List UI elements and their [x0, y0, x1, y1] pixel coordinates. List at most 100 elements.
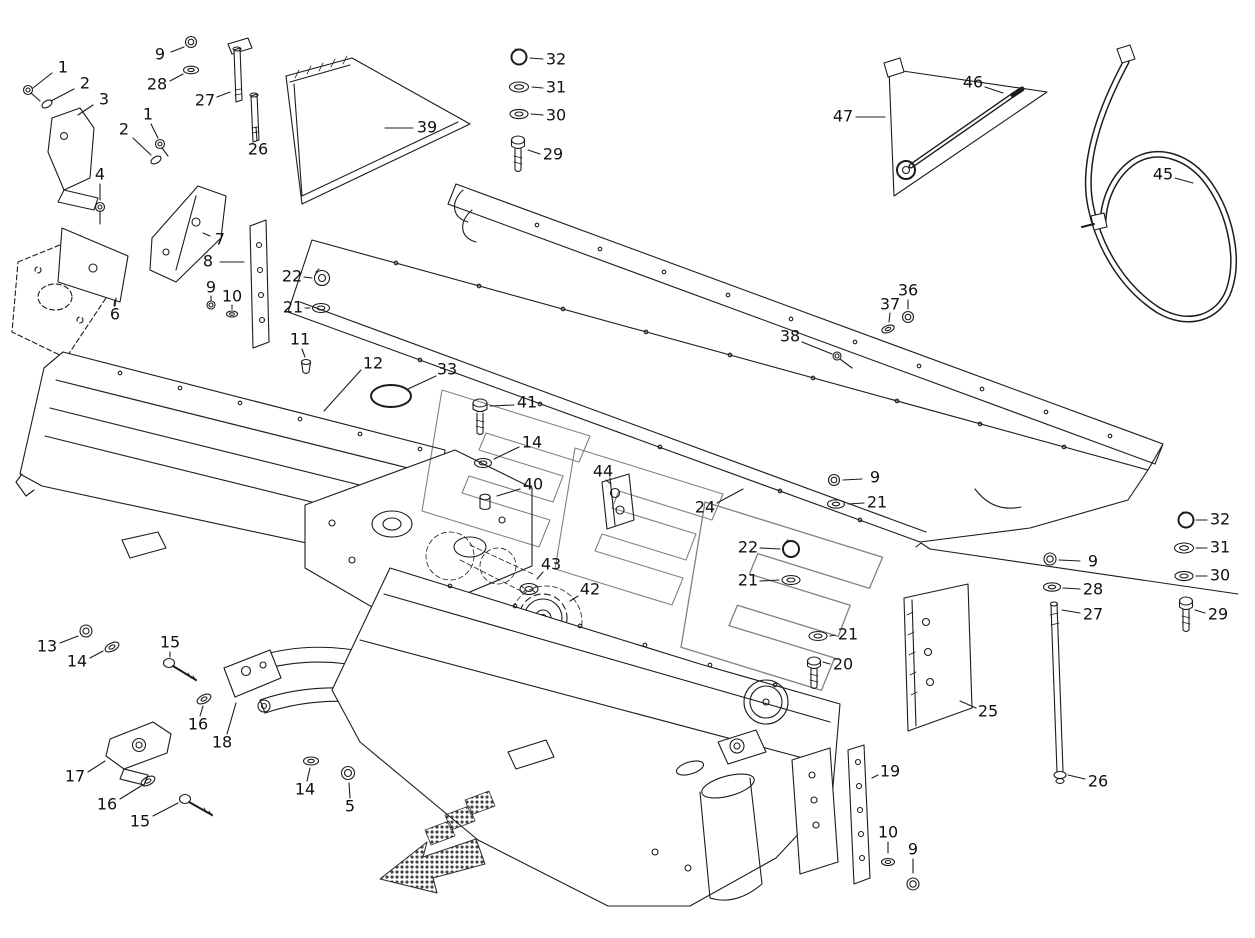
callout-leader-15 [152, 802, 179, 817]
callout-label-2: 2 [119, 120, 129, 139]
callout-label-10: 10 [222, 287, 242, 306]
plate-8 [249, 219, 270, 349]
callout-leader-25 [959, 700, 977, 709]
ghost-mounting-plate [11, 227, 129, 359]
bracket-17 [105, 721, 172, 786]
callout-leader-22 [759, 547, 781, 550]
callout-leader-9 [842, 478, 863, 481]
callout-leader-14 [493, 446, 520, 460]
callout-leader-22 [303, 276, 313, 279]
callout-label-28: 28 [147, 75, 167, 94]
lower-housing [331, 567, 841, 907]
callout-label-14: 14 [295, 780, 315, 799]
callout-label-29: 29 [1208, 605, 1228, 624]
callout-label-9: 9 [870, 468, 880, 487]
callout-leader-27 [1061, 609, 1081, 614]
callout-leader-16 [199, 705, 204, 717]
callout-label-44: 44 [593, 462, 613, 481]
callout-label-5: 5 [345, 797, 355, 816]
callout-leader-3 [77, 104, 94, 116]
callout-label-45: 45 [1153, 165, 1173, 184]
callout-label-14: 14 [522, 433, 542, 452]
callout-label-16: 16 [188, 715, 208, 734]
callout-label-12: 12 [363, 354, 383, 373]
callout-leader-9 [1058, 559, 1081, 562]
callout-label-36: 36 [898, 281, 918, 300]
callout-label-14: 14 [67, 652, 87, 671]
callout-label-39: 39 [417, 118, 437, 137]
washer-stack-right [1173, 511, 1195, 633]
callout-label-8: 8 [203, 252, 213, 271]
callout-label-6: 6 [110, 305, 120, 324]
callout-leader-21 [759, 579, 780, 582]
callout-label-28: 28 [1083, 580, 1103, 599]
callout-label-37: 37 [880, 295, 900, 314]
callout-leader-12 [323, 369, 362, 412]
callout-leader-1 [32, 72, 53, 89]
callout-label-26: 26 [1088, 772, 1108, 791]
callout-label-3: 3 [99, 90, 109, 109]
support-rod [915, 542, 1239, 595]
side-strip-19 [847, 744, 920, 891]
callout-label-27: 27 [1083, 605, 1103, 624]
callout-leader-21 [829, 634, 836, 637]
callout-label-4: 4 [95, 165, 105, 184]
callout-leader-18 [226, 702, 237, 735]
callout-label-41: 41 [517, 393, 537, 412]
callout-leader-26 [255, 126, 258, 142]
callout-leader-38 [801, 341, 833, 355]
callout-leader-40 [496, 488, 521, 497]
callout-label-30: 30 [546, 106, 566, 125]
callout-label-2: 2 [80, 74, 90, 93]
callout-label-32: 32 [1210, 510, 1230, 529]
callout-label-21: 21 [867, 493, 887, 512]
callout-leader-46 [984, 86, 1004, 94]
callout-leader-2 [132, 137, 152, 156]
callout-leader-28 [1062, 587, 1081, 590]
callout-label-32: 32 [546, 50, 566, 69]
callout-label-40: 40 [523, 475, 543, 494]
callout-label-19: 19 [880, 762, 900, 781]
callout-leader-14 [306, 767, 311, 782]
strip-fasteners [832, 310, 915, 369]
direction-arrow [379, 790, 496, 894]
callout-leader-43 [536, 571, 544, 580]
bracket-44 [601, 473, 635, 530]
callout-leader-13 [59, 635, 79, 644]
callout-label-29: 29 [543, 145, 563, 164]
callout-leader-11 [301, 348, 306, 358]
bracket-7 [149, 185, 227, 283]
fasteners-top-left [22, 35, 331, 375]
callout-leader-16 [119, 785, 142, 800]
callout-label-21: 21 [738, 571, 758, 590]
callout-leader-24 [716, 488, 744, 504]
callout-label-47: 47 [833, 107, 853, 126]
callout-leader-42 [569, 595, 579, 602]
deck-fasteners [781, 473, 846, 690]
callout-label-18: 18 [212, 733, 232, 752]
callout-leader-33 [407, 375, 437, 390]
callout-label-9: 9 [155, 45, 165, 64]
side-plate-25 [903, 583, 973, 732]
callout-leader-28 [169, 73, 184, 82]
callout-label-31: 31 [546, 78, 566, 97]
callout-label-15: 15 [130, 812, 150, 831]
callout-label-22: 22 [738, 538, 758, 557]
callout-label-25: 25 [978, 702, 998, 721]
callout-leader-7 [202, 232, 211, 237]
callout-label-43: 43 [541, 555, 561, 574]
callout-leader-5 [348, 782, 351, 799]
callout-label-17: 17 [65, 767, 85, 786]
callout-leader-26 [1067, 774, 1086, 780]
callout-leader-19 [871, 774, 879, 779]
callout-leader-44 [605, 479, 612, 485]
callout-leader-6 [114, 297, 117, 307]
bracket-18 [223, 649, 282, 698]
callout-label-15: 15 [160, 633, 180, 652]
callout-label-21: 21 [838, 625, 858, 644]
callout-label-9: 9 [1088, 552, 1098, 571]
callout-leader-29 [527, 149, 541, 155]
callout-leader-32 [529, 57, 544, 60]
